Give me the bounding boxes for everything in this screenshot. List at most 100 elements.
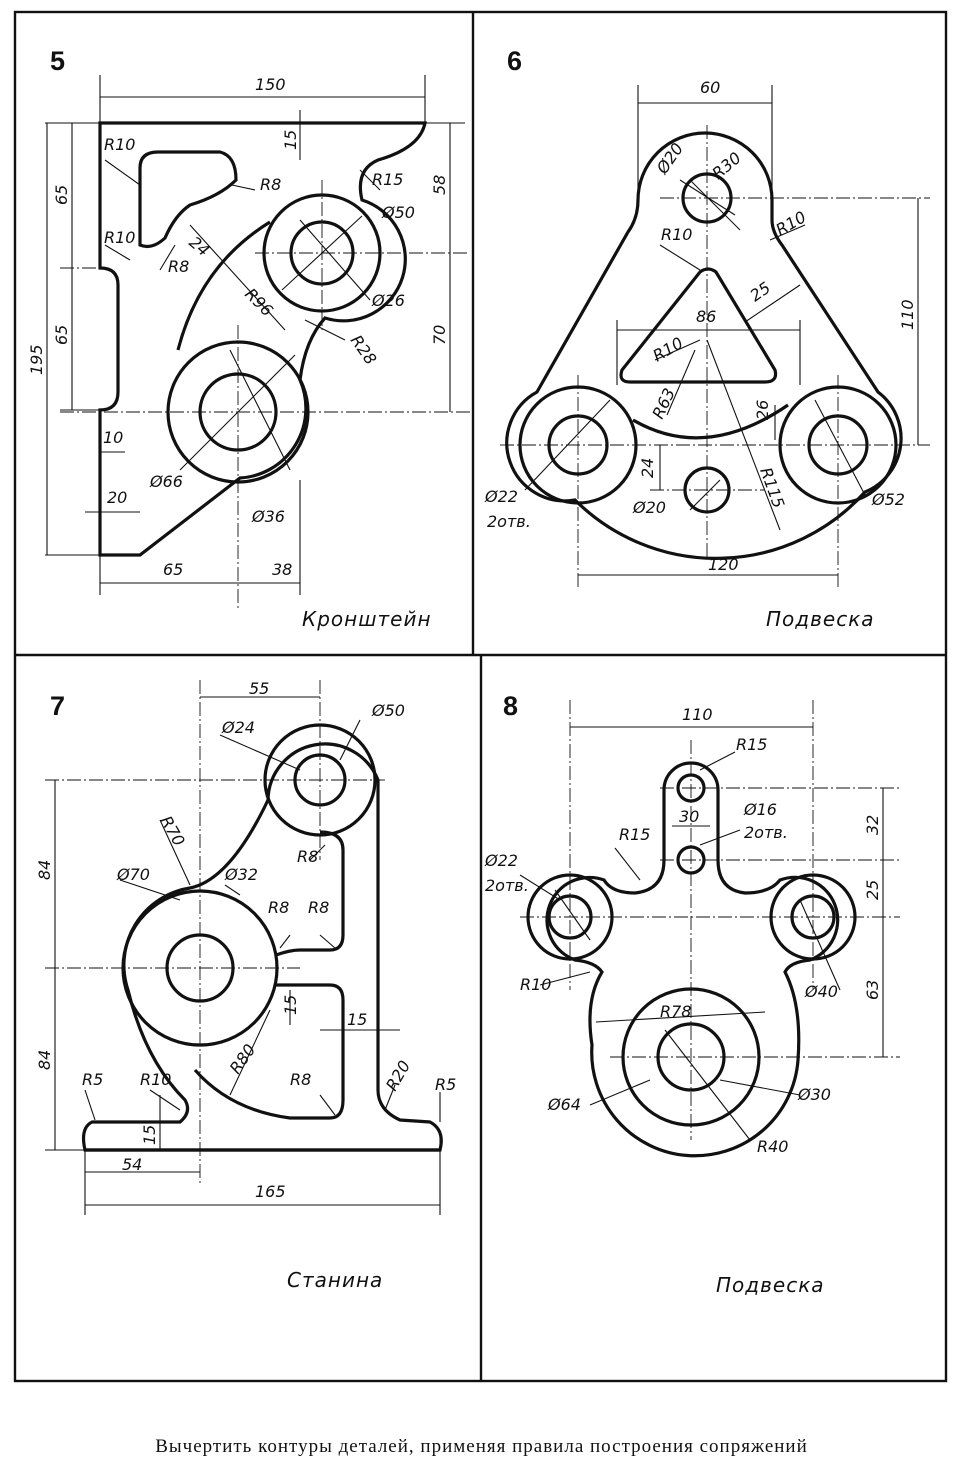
dimension-label: Ø52: [871, 490, 905, 509]
dimension-label: 60: [700, 78, 720, 97]
panel-6: 6 Подвеска: [484, 46, 930, 631]
dimension-label: 32: [863, 815, 882, 835]
dimension-label: R10: [773, 207, 810, 239]
slot-upper: [275, 830, 345, 957]
dimension-label: Ø20: [652, 139, 687, 178]
panel-7: 7 Станина: [35, 679, 456, 1292]
dimension-label: 120: [708, 555, 739, 574]
dimension-label: R10: [661, 225, 692, 244]
dimension-label: Ø22: [484, 851, 518, 870]
dimension-label: R10: [650, 333, 687, 365]
dimension-labels: 150 15 R10 R8 R15 58 65 Ø50 24 R10 R96 Ø…: [27, 75, 449, 579]
dimension-label: 38: [272, 560, 292, 579]
frame-outline: [81, 742, 443, 1152]
dimension-label: 54: [122, 1155, 142, 1174]
dimension-label: R8: [168, 257, 189, 276]
dimension-label: 84: [35, 1050, 54, 1070]
slot-lower: [193, 983, 345, 1120]
dimension-label: 65: [163, 560, 183, 579]
dimension-label: 15: [347, 1010, 367, 1029]
dimension-label: R10: [104, 228, 135, 247]
dimension-labels: 110 R15 Ø16 2отв. 30 R15 32 Ø22 2отв. 25…: [484, 705, 882, 1156]
dimension-label: Ø64: [547, 1095, 581, 1114]
dimension-label: Ø66: [149, 472, 183, 491]
dimension-label: 15: [281, 995, 300, 1015]
dimension-label: Ø50: [371, 701, 405, 720]
dimension-label: Ø36: [251, 507, 285, 526]
dimension-label: 2отв.: [487, 512, 531, 531]
dimension-label: R70: [157, 813, 189, 850]
dimension-lines: [519, 726, 884, 1141]
dimension-label: 110: [898, 299, 917, 330]
dimension-label: 15: [140, 1125, 159, 1145]
panel-title: Станина: [287, 1268, 383, 1292]
dimension-label: 165: [255, 1182, 286, 1201]
dimension-label: R8: [297, 847, 318, 866]
panel-title: Кронштейн: [302, 607, 432, 631]
dimension-label: 63: [863, 980, 882, 1000]
panel-number: 7: [50, 691, 65, 721]
dimension-label: 65: [52, 185, 71, 205]
dimension-label: R5: [435, 1075, 456, 1094]
dimension-label: R78: [660, 1002, 691, 1021]
dimension-lines: [45, 75, 465, 595]
dimension-label: 30: [679, 807, 699, 826]
dimension-label: 24: [638, 458, 657, 478]
arc-r96: [176, 220, 271, 351]
panel-title: Подвеска: [766, 607, 875, 631]
bracket-outline: [98, 121, 427, 557]
dimension-label: Ø32: [224, 865, 258, 884]
dimension-label: 2отв.: [485, 876, 529, 895]
panel-5: 5 Кронштейн: [27, 46, 470, 631]
dimension-label: Ø24: [221, 718, 255, 737]
dimension-label: 70: [430, 325, 449, 345]
dimension-label: 86: [696, 307, 716, 326]
hanger2-outline: [545, 761, 840, 1158]
dimension-label: R40: [757, 1137, 788, 1156]
dimension-label: 26: [753, 400, 772, 420]
dimension-label: Ø20: [632, 498, 666, 517]
dimension-label: 24: [185, 233, 213, 261]
dimension-label: R15: [736, 735, 767, 754]
dimension-label: 58: [430, 175, 449, 195]
dimension-label: Ø70: [116, 865, 150, 884]
panel-number: 6: [507, 46, 522, 76]
dimension-label: R8: [290, 1070, 311, 1089]
dimension-label: Ø22: [484, 487, 518, 506]
dimension-label: R8: [308, 898, 329, 917]
dimension-label: 195: [27, 344, 46, 375]
dimension-label: R30: [708, 148, 744, 183]
dimension-label: R10: [140, 1070, 171, 1089]
triangle-cutout: [619, 267, 778, 384]
panel-8: 8 Подвеска: [484, 691, 900, 1297]
dimension-label: R10: [520, 975, 551, 994]
dimension-label: 84: [35, 860, 54, 880]
dimension-label: Ø50: [381, 203, 415, 222]
dimension-label: R63: [648, 385, 679, 422]
panel-number: 5: [50, 46, 65, 76]
dimension-label: 25: [863, 880, 882, 900]
dimension-label: Ø40: [804, 982, 838, 1001]
dimension-label: 10: [103, 428, 123, 447]
dimension-label: R15: [619, 825, 650, 844]
sheet-caption: Вычертить контуры деталей, применяя прав…: [155, 1436, 808, 1457]
dimension-label: R115: [756, 465, 788, 511]
panel-number: 8: [503, 691, 518, 721]
dimension-label: Ø26: [371, 291, 405, 310]
dimension-label: R5: [82, 1070, 103, 1089]
dimension-label: R28: [347, 331, 381, 368]
dimension-lines: [524, 85, 919, 576]
dimension-lines: [45, 696, 441, 1215]
dimension-label: R10: [104, 135, 135, 154]
dimension-label: R80: [226, 1041, 260, 1078]
dimension-label: 55: [249, 679, 269, 698]
dimension-label: Ø30: [797, 1085, 831, 1104]
bracket-cutout: [138, 150, 238, 249]
dimension-label: 65: [52, 325, 71, 345]
dimension-label: 150: [255, 75, 286, 94]
dimension-label: 15: [281, 130, 300, 150]
dimension-label: 2отв.: [744, 823, 788, 842]
hanger-outline: [505, 131, 903, 560]
dimension-label: R20: [382, 1057, 414, 1094]
